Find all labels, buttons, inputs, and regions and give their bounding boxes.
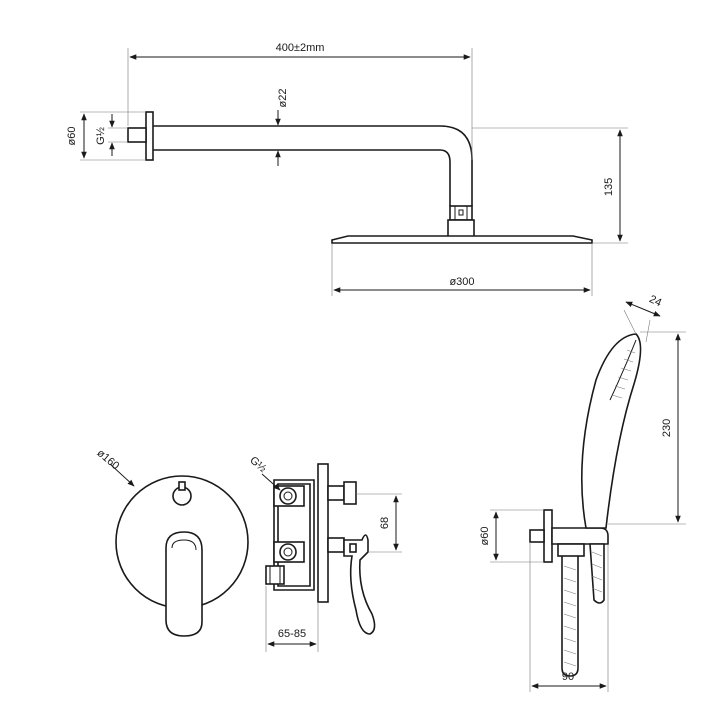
holder-flange — [543, 509, 553, 563]
shower-arm — [153, 125, 473, 206]
handshower-grip — [589, 543, 605, 604]
dim-handshower-length: 230 — [661, 419, 673, 437]
mixer-cover: ø160 — [94, 447, 249, 637]
mixer-handle — [165, 531, 203, 637]
handshower-head — [580, 333, 642, 529]
dim-flange-diameter: ø60 — [66, 127, 78, 146]
overhead-shower: 400±2mm ø22 ø60 G½ 135 ø300 — [66, 42, 628, 296]
dim-outlet-spacing: 68 — [379, 517, 391, 529]
holder-arm — [551, 527, 609, 545]
hand-shower-set: 24 230 ø60 90 — [479, 293, 686, 692]
dim-head-diameter: ø300 — [449, 276, 474, 288]
thread-stub — [127, 127, 147, 143]
wall-plate — [317, 463, 329, 603]
mixer-body: G½ 68 65-85 — [247, 454, 402, 652]
dim-thread-valve: G½ — [247, 454, 268, 475]
hose — [561, 556, 579, 677]
dim-arm-length: 400±2mm — [276, 42, 325, 54]
dim-cover-diameter: ø160 — [94, 447, 121, 472]
dim-holder-diameter: ø60 — [479, 527, 491, 546]
wall-flange — [145, 111, 154, 161]
dim-thread-top: G½ — [95, 127, 107, 145]
upper-outlet — [327, 485, 345, 501]
mixer-lever — [343, 534, 376, 635]
dim-holder-depth: 90 — [562, 671, 574, 683]
dim-wall-depth: 65-85 — [278, 628, 306, 640]
dim-drop-height: 135 — [603, 178, 615, 196]
rain-shower-head — [331, 235, 593, 244]
dim-arm-diameter: ø22 — [277, 89, 289, 108]
arm-joint — [449, 205, 473, 221]
dim-handshower-width: 24 — [647, 293, 663, 309]
